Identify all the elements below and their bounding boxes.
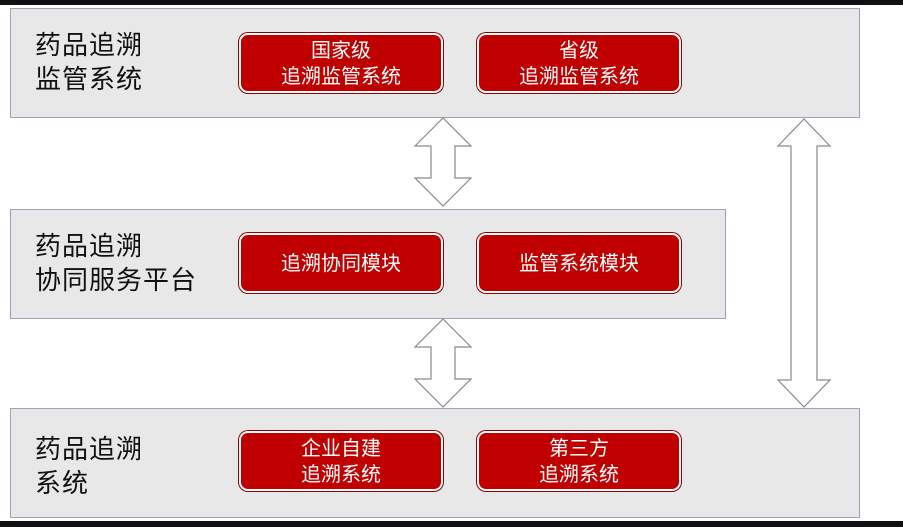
double-arrow-top-bottom <box>776 118 832 408</box>
layer-title: 药品追溯 系统 <box>35 435 144 499</box>
double-arrow-middle-bottom <box>413 318 473 408</box>
layer-title: 药品追溯 监管系统 <box>35 31 144 95</box>
module-regulatory-system: 监管系统模块 <box>477 233 681 293</box>
module-enterprise-traceability: 企业自建 追溯系统 <box>239 431 443 491</box>
layer-regulatory-system: 药品追溯 监管系统 国家级 追溯监管系统 省级 追溯监管系统 <box>10 8 860 118</box>
bottom-rule <box>0 521 903 527</box>
module-traceability-collaboration: 追溯协同模块 <box>239 233 443 293</box>
layer-traceability-system: 药品追溯 系统 企业自建 追溯系统 第三方 追溯系统 <box>10 408 860 518</box>
top-rule <box>0 0 903 5</box>
layer-collaboration-platform: 药品追溯 协同服务平台 追溯协同模块 监管系统模块 <box>10 209 726 319</box>
module-provincial-regulatory: 省级 追溯监管系统 <box>477 33 681 93</box>
double-arrow-top-middle <box>413 117 473 207</box>
module-national-regulatory: 国家级 追溯监管系统 <box>239 33 443 93</box>
module-third-party-traceability: 第三方 追溯系统 <box>477 431 681 491</box>
layer-title: 药品追溯 协同服务平台 <box>35 232 198 296</box>
